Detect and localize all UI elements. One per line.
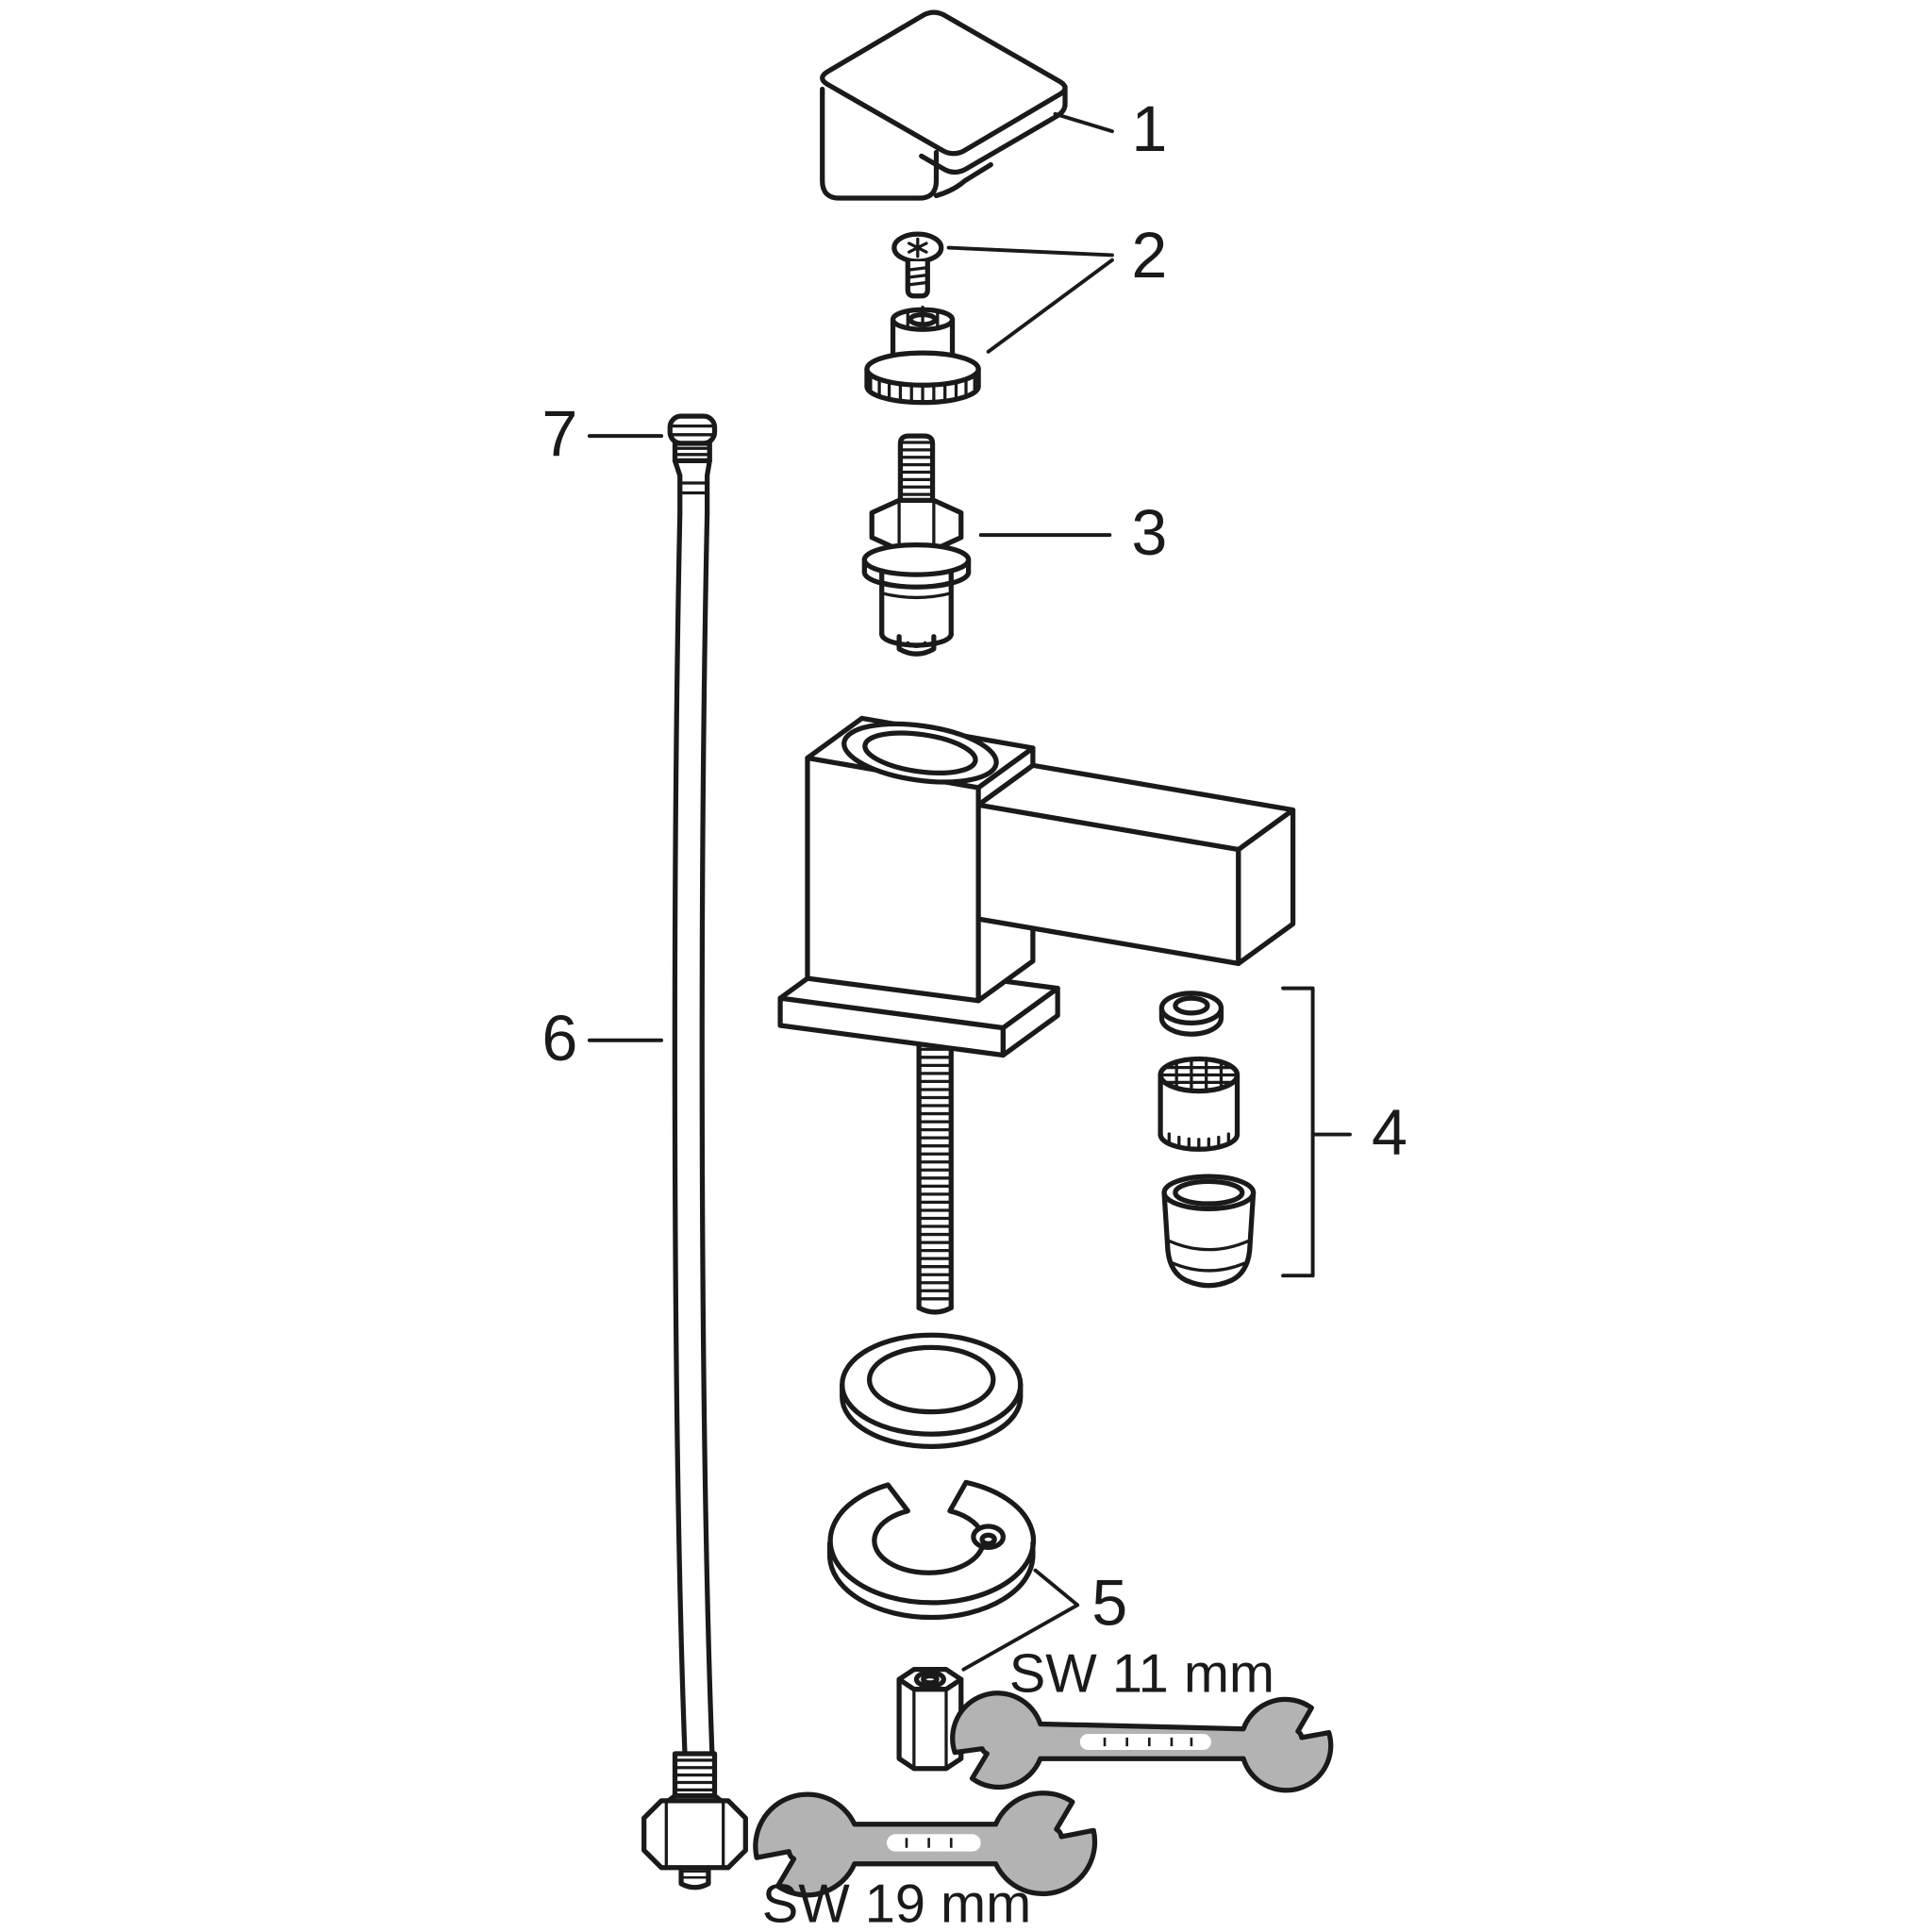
callout-2-screw-adapter: 2 <box>1131 220 1167 291</box>
callout-3-cartridge: 3 <box>1131 497 1167 569</box>
callout-1-handle: 1 <box>1131 93 1167 165</box>
handle-adapter-icon <box>864 305 981 406</box>
callout-4-aerator: 4 <box>1372 1097 1407 1169</box>
hex-sleeve-icon <box>896 1667 964 1772</box>
handle-screw-icon <box>891 231 944 299</box>
connection-hose-icon <box>641 413 748 1890</box>
wrench-sw19-label: SW 19 mm <box>762 1874 1032 1932</box>
callout-leader-lines <box>587 111 1114 1672</box>
callout-7-hose-connector: 7 <box>541 398 577 470</box>
horseshoe-washer-icon <box>826 1479 1037 1621</box>
aerator-set-icon <box>1158 986 1352 1289</box>
tool-labels: SW 11 mm SW 19 mm <box>762 1643 1274 1932</box>
wrench-sw19-icon <box>753 1790 1098 1898</box>
diagram-linework <box>587 9 1352 1890</box>
wrench-sw11-label: SW 11 mm <box>1009 1643 1274 1704</box>
handle-icon <box>820 9 1068 201</box>
wrench-sw11-icon <box>950 1690 1334 1793</box>
callout-labels: 1 2 3 4 5 6 7 <box>541 93 1407 1639</box>
valve-cartridge-icon <box>861 433 972 657</box>
callout-5-fixation: 5 <box>1091 1567 1127 1639</box>
base-washer-icon <box>840 1332 1024 1449</box>
callout-6-hose: 6 <box>541 1003 577 1074</box>
faucet-body-icon <box>777 715 1296 1315</box>
